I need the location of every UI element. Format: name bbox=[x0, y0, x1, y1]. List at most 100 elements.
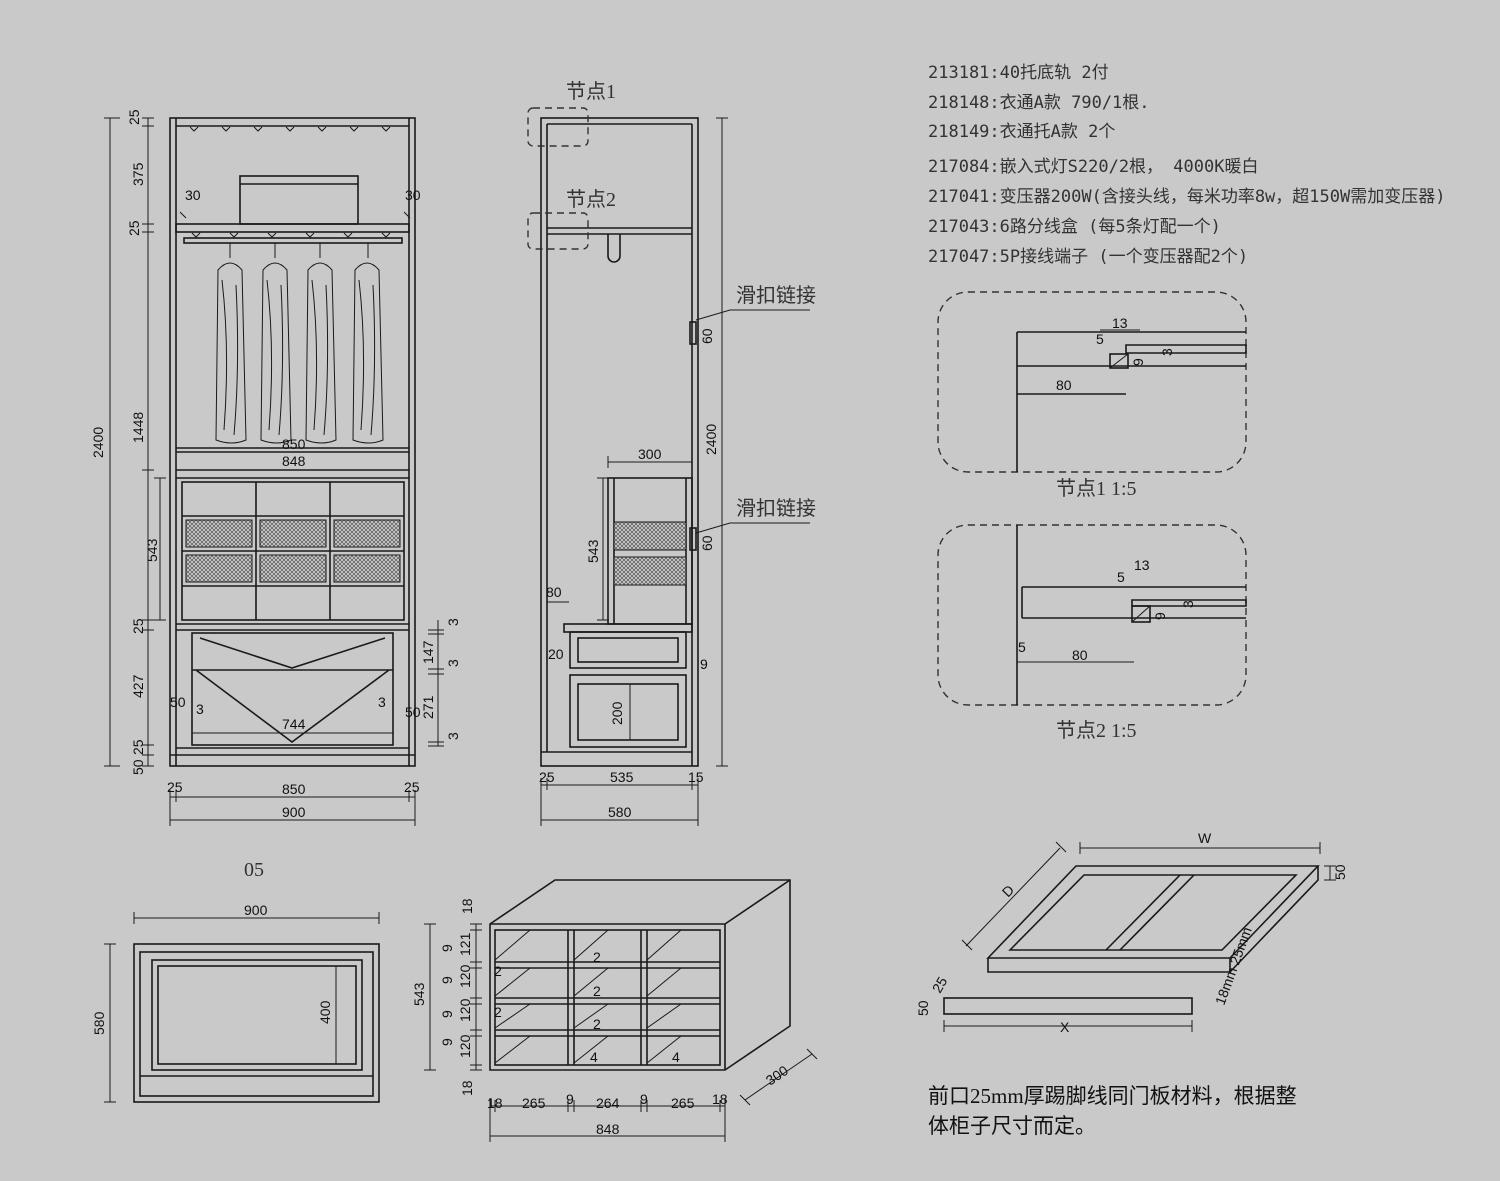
spec-line: 217041:变压器200W(含接头线，每米功率8w，超150W需加变压器) bbox=[928, 187, 1445, 207]
spec-line: 217043:6路分线盒 (每5条灯配一个) bbox=[928, 217, 1221, 237]
dim-50-left: 50 bbox=[170, 694, 186, 710]
d3: 3 bbox=[1180, 600, 1196, 608]
side-50: 50 bbox=[915, 1000, 931, 1016]
tray-iso: W D 50 18mm 25mm X 50 25 bbox=[915, 830, 1348, 1035]
dim-147: 147 bbox=[420, 640, 436, 664]
kick-plank bbox=[943, 997, 1193, 1015]
dim-375: 375 bbox=[130, 162, 146, 186]
dim-50-right: 50 bbox=[405, 704, 421, 720]
d3: 3 bbox=[1159, 348, 1175, 356]
side-cubby-column bbox=[607, 477, 693, 625]
dim-25: 25 bbox=[126, 220, 142, 236]
detail1-caption: 节点1 1:5 bbox=[1056, 477, 1137, 500]
detail-node2: 13 5 3 9 5 80 节点2 1:5 bbox=[937, 524, 1247, 742]
spec-list: 213181:40托底轨 2付 218148:衣通A款 790/1根. 2181… bbox=[928, 63, 1445, 267]
dim-9: 9 bbox=[439, 976, 455, 984]
side-bottom-dims bbox=[540, 778, 699, 826]
spec-line: 213181:40托底轨 2付 bbox=[928, 63, 1109, 83]
d5: 5 bbox=[1117, 569, 1125, 585]
dim-271: 271 bbox=[420, 695, 436, 719]
spec-line: 217084:嵌入式灯S220/2根， 4000K暖白 bbox=[928, 157, 1258, 177]
dim-50: 50 bbox=[130, 759, 146, 775]
dim-400: 400 bbox=[317, 1000, 333, 1024]
d-label: D bbox=[999, 882, 1018, 900]
dim-580: 580 bbox=[608, 804, 632, 820]
dim-25-right: 25 bbox=[404, 779, 420, 795]
light-strip-top bbox=[189, 126, 391, 132]
dim-3: 3 bbox=[445, 732, 461, 740]
divider-label: 2 bbox=[494, 963, 502, 979]
dim-15: 15 bbox=[688, 769, 704, 785]
divider-label: 2 bbox=[593, 983, 601, 999]
dim-25: 25 bbox=[126, 109, 142, 125]
node2-box bbox=[527, 212, 589, 250]
dim-120: 120 bbox=[457, 1034, 473, 1058]
detail2-caption: 节点2 1:5 bbox=[1056, 719, 1137, 742]
dim-9: 9 bbox=[439, 1038, 455, 1046]
dim-80: 80 bbox=[546, 584, 562, 600]
dim-850-bottom: 850 bbox=[282, 781, 306, 797]
divider-label: 4 bbox=[590, 1049, 598, 1065]
dim-543: 543 bbox=[411, 982, 427, 1006]
dim-265: 265 bbox=[522, 1095, 546, 1111]
dim-848-rail: 848 bbox=[282, 453, 306, 469]
dim-121: 121 bbox=[457, 932, 473, 956]
dim-848: 848 bbox=[596, 1121, 620, 1137]
front-left-dims bbox=[104, 117, 166, 767]
d9: 9 bbox=[1130, 358, 1146, 366]
dim-900: 900 bbox=[282, 804, 306, 820]
dim-3: 3 bbox=[445, 659, 461, 667]
dim-200: 200 bbox=[609, 701, 625, 725]
chain-label: 滑扣链接 bbox=[736, 497, 816, 520]
light-strip-shelf bbox=[191, 232, 391, 238]
spec-line: 218148:衣通A款 790/1根. bbox=[928, 93, 1150, 113]
dim-18: 18 bbox=[487, 1095, 503, 1111]
dim-744: 744 bbox=[282, 716, 306, 732]
dim-18: 18 bbox=[459, 898, 475, 914]
node2-label: 节点2 bbox=[566, 188, 616, 211]
dim-900: 900 bbox=[244, 902, 268, 918]
dim-9: 9 bbox=[439, 944, 455, 952]
dim-580: 580 bbox=[91, 1011, 107, 1035]
detail1-frame bbox=[937, 291, 1247, 473]
dim-30-right: 30 bbox=[405, 187, 421, 203]
dim-9: 9 bbox=[566, 1091, 574, 1107]
w-label: W bbox=[1198, 830, 1212, 846]
front-bottom-dims bbox=[169, 790, 416, 826]
dim-2400: 2400 bbox=[703, 424, 719, 455]
rail-profile bbox=[1109, 353, 1129, 369]
box-left-dims bbox=[424, 923, 482, 1071]
dim-543: 543 bbox=[144, 538, 160, 562]
h50: 50 bbox=[1332, 864, 1348, 880]
plan-label: 05 bbox=[244, 859, 264, 881]
divider-label: 4 bbox=[672, 1049, 680, 1065]
cubby-grid bbox=[181, 481, 405, 621]
divider-label: 2 bbox=[494, 1004, 502, 1020]
hanging-rail bbox=[183, 237, 403, 244]
d9: 9 bbox=[1152, 612, 1168, 620]
side-25: 25 bbox=[929, 974, 951, 996]
divider-label: 2 bbox=[593, 949, 601, 965]
plan-view: 05 900 580 400 bbox=[91, 859, 380, 1103]
dim-18: 18 bbox=[712, 1091, 728, 1107]
dim-1448: 1448 bbox=[130, 412, 146, 443]
node1-box bbox=[527, 107, 589, 147]
chain-label: 滑扣链接 bbox=[736, 284, 816, 307]
rail-bracket bbox=[607, 234, 621, 263]
d13: 13 bbox=[1134, 557, 1150, 573]
footnote: 前口25mm厚踢脚线同门板材料，根据整 体柜子尺寸而定。 bbox=[928, 1084, 1297, 1138]
dim-30-left: 30 bbox=[185, 187, 201, 203]
dim-427: 427 bbox=[130, 674, 146, 698]
dim-60: 60 bbox=[699, 535, 715, 551]
dim-25-left: 25 bbox=[167, 779, 183, 795]
dim-25: 25 bbox=[539, 769, 555, 785]
top-shelf bbox=[175, 223, 410, 233]
d80: 80 bbox=[1072, 647, 1088, 663]
detail2-frame bbox=[937, 524, 1247, 706]
profile-label: 18mm 25mm bbox=[1212, 925, 1255, 1007]
side-elevation: 节点1 节点2 滑扣链接 滑扣链接 60 60 2400 300 543 80 bbox=[527, 80, 816, 826]
garments bbox=[215, 243, 384, 444]
dim-850-rail: 850 bbox=[282, 436, 306, 452]
